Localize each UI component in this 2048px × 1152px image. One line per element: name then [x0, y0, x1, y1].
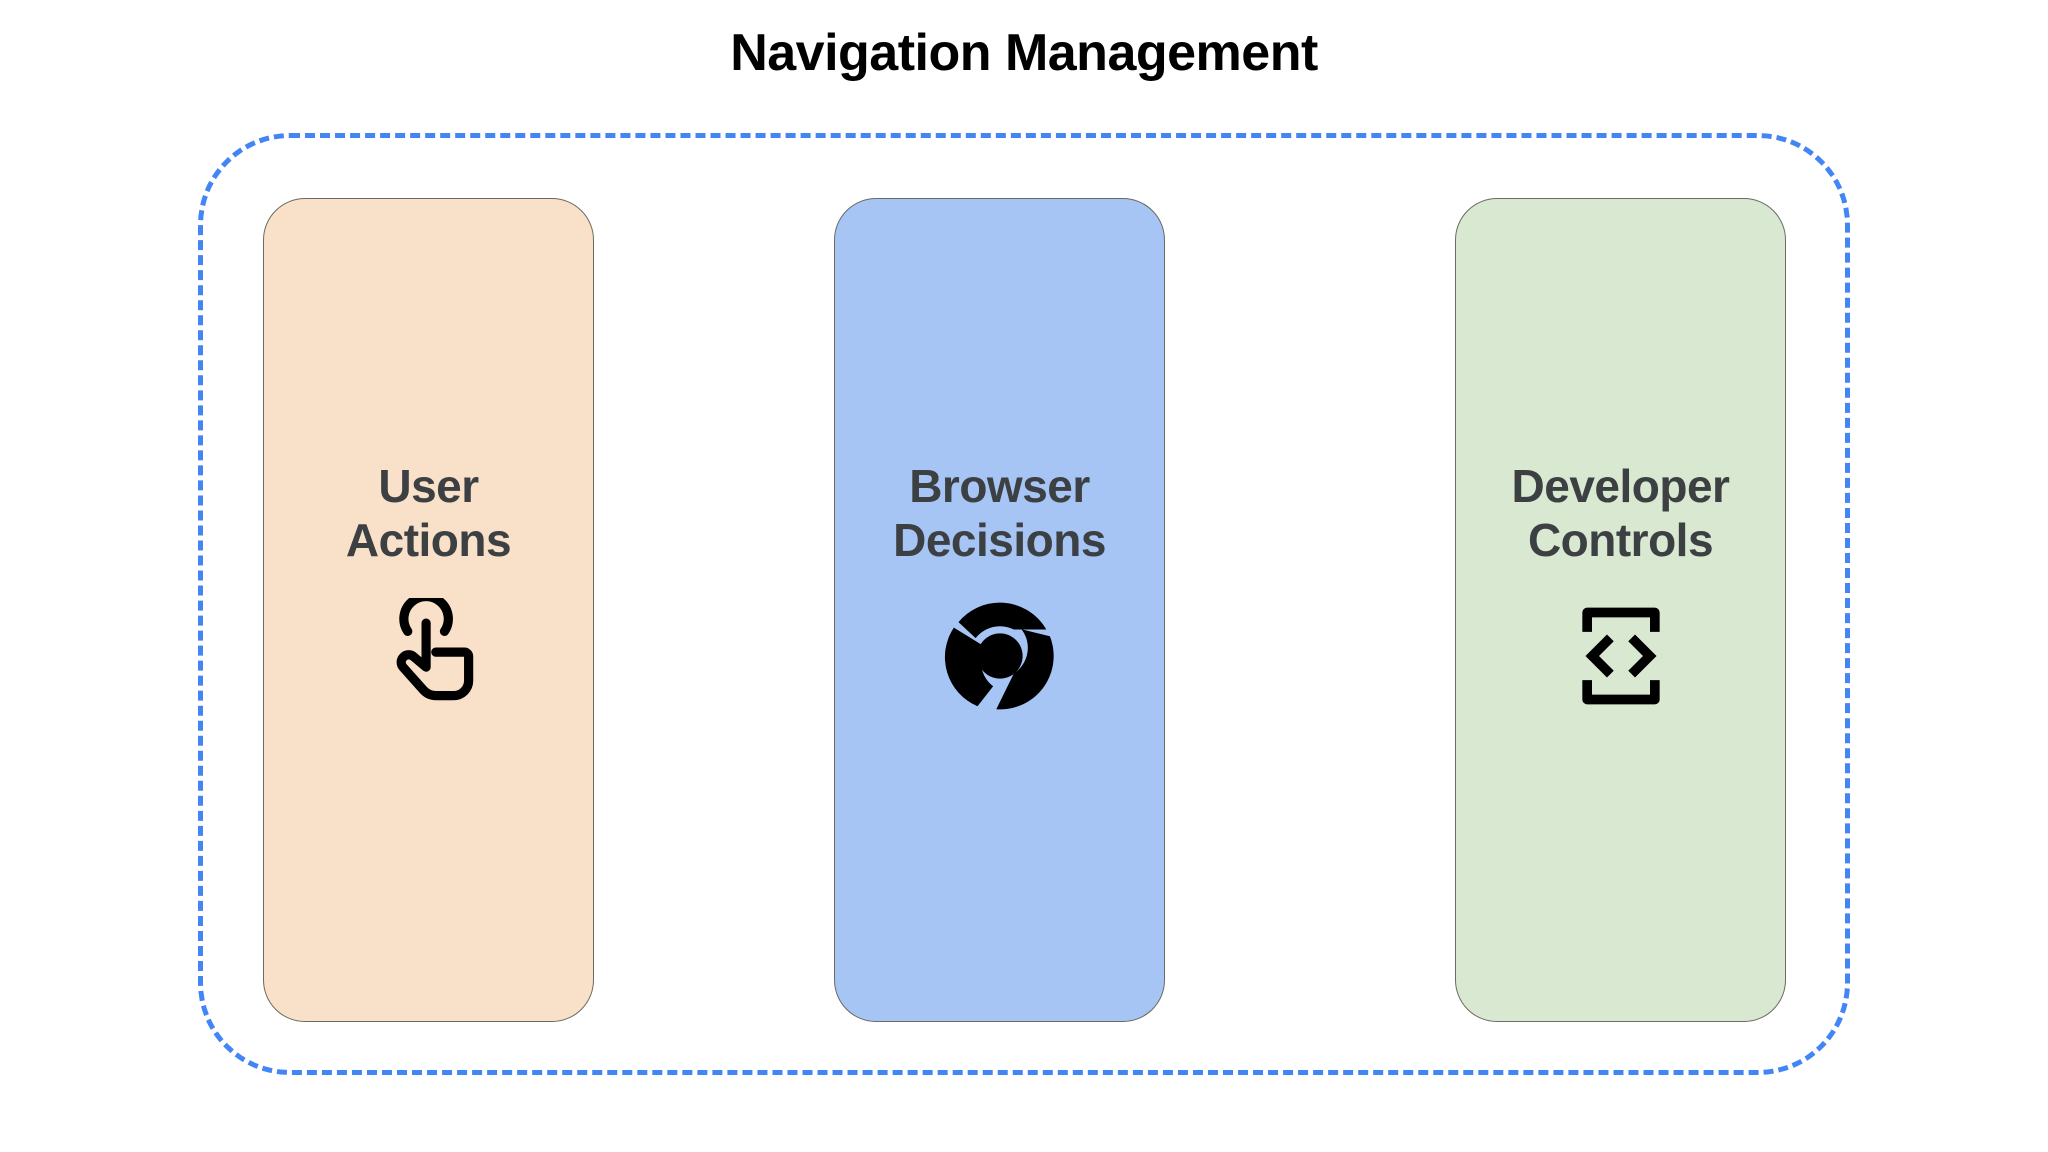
developer-mode-icon	[1563, 598, 1679, 714]
card-user-actions-label: User Actions	[345, 460, 512, 566]
card-browser-decisions[interactable]: Browser Decisions	[834, 198, 1165, 1022]
card-user-actions[interactable]: User Actions	[263, 198, 594, 1022]
navigation-management-group-container	[198, 133, 1850, 1075]
cards-row: User Actions Browser Decisions	[263, 198, 1786, 1022]
chrome-browser-icon	[942, 598, 1058, 714]
touch-app-icon	[371, 597, 487, 714]
card-content: Developer Controls	[1512, 460, 1730, 714]
card-developer-controls[interactable]: Developer Controls	[1455, 198, 1786, 1022]
card-content: User Actions	[345, 460, 512, 714]
card-developer-controls-label: Developer Controls	[1511, 460, 1730, 566]
card-content: Browser Decisions	[893, 460, 1106, 714]
card-browser-decisions-label: Browser Decisions	[893, 460, 1106, 566]
page-title: Navigation Management	[730, 24, 1318, 82]
